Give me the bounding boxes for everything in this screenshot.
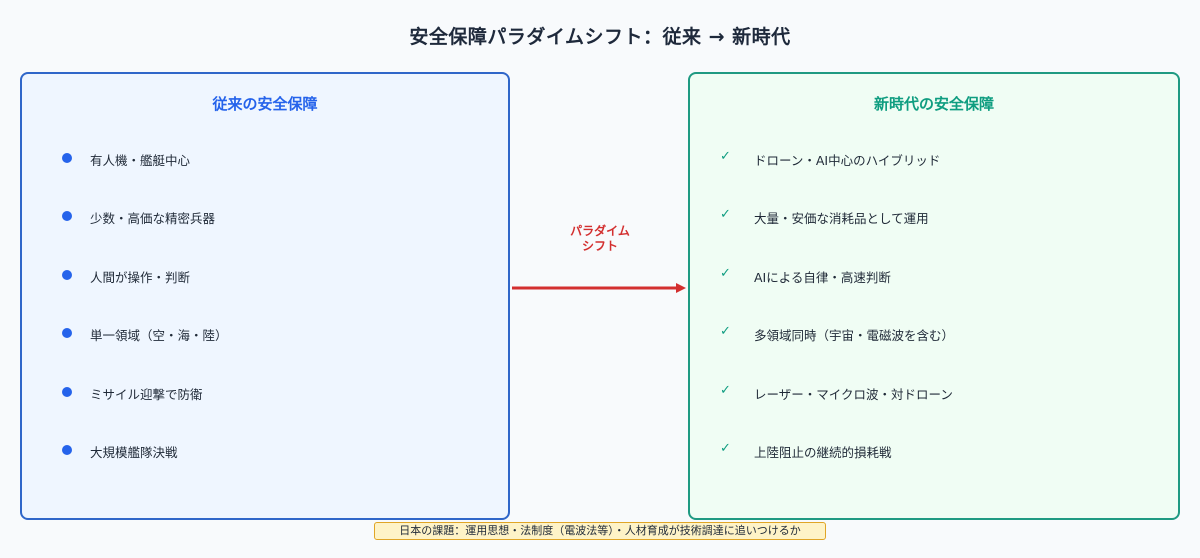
bullet-icon [62,328,72,339]
list-item-label: AIによる自律・高速判断 [754,269,891,285]
page-title: 安全保障パラダイムシフト：従来 → 新時代 [409,26,791,48]
bullet-icon [62,444,72,455]
list-item: ✓ 上陸阻止の継続的損耗戦 [690,440,1178,498]
list-item-label: 大規模艦隊決戦 [90,444,178,460]
bullet-icon [62,269,72,280]
list-item-label: 有人機・艦艇中心 [90,153,191,168]
paradigm-shift-label: パラダイム シフト [545,224,655,254]
paradigm-shift-line2: シフト [581,239,618,253]
list-item: ✓ ドローン・AI中心のハイブリッド [690,148,1178,206]
traditional-security-panel: 従来の安全保障 有人機・艦艇中心 少数・高価な精密兵器 人間が操作・判断 単一領… [20,72,510,520]
new-era-security-panel: 新時代の安全保障 ✓ ドローン・AI中心のハイブリッド ✓ 大量・安価な消耗品と… [688,72,1180,520]
list-item: 有人機・艦艇中心 [22,148,508,206]
list-item-label: 少数・高価な精密兵器 [90,211,216,227]
list-item: ミサイル迎撃で防衛 [22,382,508,440]
list-item-label: 人間が操作・判断 [90,269,191,285]
list-item-label: 多領域同時（宇宙・電磁波を含む） [754,328,955,344]
list-item: 大規模艦隊決戦 [22,440,508,498]
list-item: ✓ AIによる自律・高速判断 [690,265,1178,323]
check-icon: ✓ [720,324,731,340]
japan-challenge-note: 日本の課題：運用思想・法制度（電波法等）・人材育成が技術調達に追いつけるか [374,522,826,540]
list-item: 単一領域（空・海・陸） [22,323,508,381]
list-item: ✓ 大量・安価な消耗品として運用 [690,206,1178,264]
list-item-label: 上陸阻止の継続的損耗戦 [754,444,892,460]
bullet-icon [62,153,72,163]
paradigm-shift-line1: パラダイム [570,224,630,238]
list-item-label: ミサイル迎撃で防衛 [90,386,203,402]
traditional-security-heading: 従来の安全保障 [212,95,318,113]
list-item: 少数・高価な精密兵器 [22,206,508,264]
list-item-label: 大量・安価な消耗品として運用 [754,211,929,227]
bullet-icon [62,386,72,397]
check-icon: ✓ [720,440,731,456]
list-item: 人間が操作・判断 [22,265,508,323]
list-item: ✓ 多領域同時（宇宙・電磁波を含む） [690,323,1178,381]
traditional-security-list: 有人機・艦艇中心 少数・高価な精密兵器 人間が操作・判断 単一領域（空・海・陸）… [22,148,508,498]
check-icon: ✓ [720,265,731,281]
check-icon: ✓ [720,149,731,164]
list-item-label: ドローン・AI中心のハイブリッド [754,153,941,168]
new-era-security-heading: 新時代の安全保障 [873,95,994,113]
list-item: ✓ レーザー・マイクロ波・対ドローン [690,382,1178,440]
shift-arrow-icon [512,283,686,293]
list-item-label: レーザー・マイクロ波・対ドローン [754,386,953,402]
bullet-icon [62,211,72,222]
check-icon: ✓ [720,382,731,398]
check-icon: ✓ [720,207,731,223]
list-item-label: 単一領域（空・海・陸） [90,328,228,344]
new-era-security-list: ✓ ドローン・AI中心のハイブリッド ✓ 大量・安価な消耗品として運用 ✓ AI… [690,148,1178,498]
